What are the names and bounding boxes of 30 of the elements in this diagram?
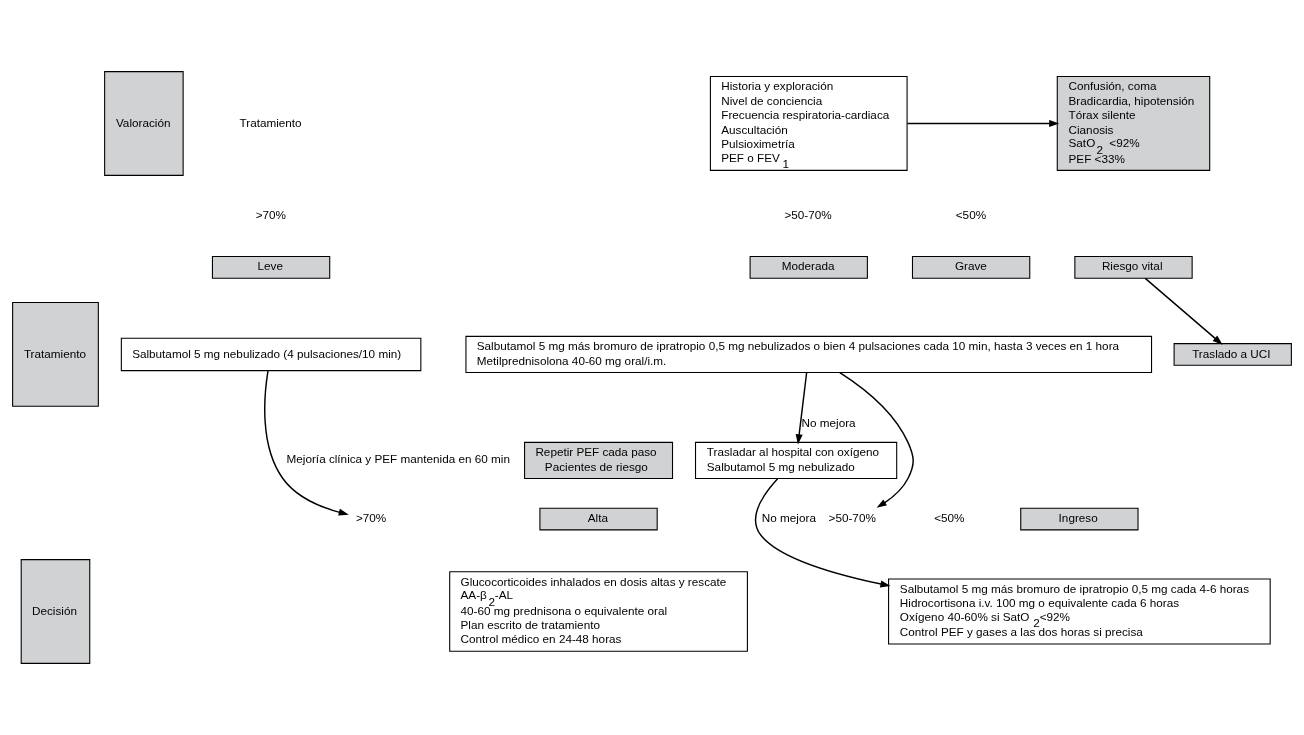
node-box: Alta xyxy=(539,507,658,531)
arrow xyxy=(839,371,914,508)
edge-label: No mejora xyxy=(761,511,816,525)
label: <50% xyxy=(955,208,987,222)
node-box: Leve xyxy=(211,256,331,279)
node-box: Ingreso xyxy=(1020,507,1139,531)
edge-label: No mejora xyxy=(801,416,856,430)
label: <50% xyxy=(934,511,965,525)
node-box: Moderada xyxy=(749,256,868,279)
edge-label: Mejoría clínica y PEF mantenida en 60 min xyxy=(286,452,510,466)
node-text: >50-70% xyxy=(828,511,876,525)
node-text: >70% xyxy=(355,511,387,525)
node-box: Salbutamol 5 mg nebulizado (4 pulsaciones/10 min) xyxy=(120,337,422,372)
label: >70% xyxy=(255,208,287,222)
node-box: Repetir PEF cada paso Pacientes de riesgo xyxy=(524,441,674,479)
node-box: Traslado a UCI xyxy=(1173,343,1292,366)
node-box: Salbutamol 5 mg más bromuro de ipratropio 0,5 mg nebulizados o bien 4 pulsaciones cada 10 min, hasta 3 veces en 1 hora Metilprednisolona 40-60 mg oral/i.m. xyxy=(465,335,1153,373)
label: >50-70% xyxy=(784,208,832,222)
node-box: Trasladar al hospital con oxígeno Salbutamol 5 mg nebulizado xyxy=(695,441,898,479)
node-box: Valoración xyxy=(104,71,184,176)
label: Tratamiento xyxy=(239,115,302,129)
arrow xyxy=(755,477,891,588)
node-box: Riesgo vital xyxy=(1074,256,1193,279)
arrow xyxy=(906,119,1060,128)
arrow xyxy=(264,370,349,516)
node-box: Decisión xyxy=(20,559,91,664)
arrow xyxy=(1144,277,1223,345)
arrow xyxy=(795,371,808,445)
node-box: Grave xyxy=(911,256,1031,279)
node-box: Tratamiento xyxy=(12,302,99,407)
